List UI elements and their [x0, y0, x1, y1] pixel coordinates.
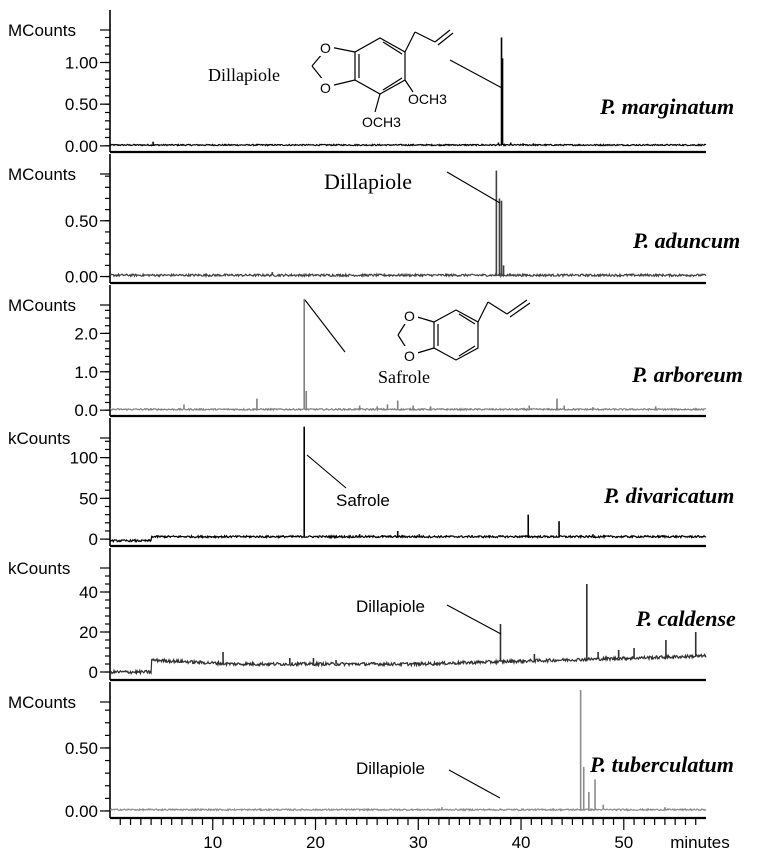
svg-text:O: O	[320, 40, 331, 56]
peak-annotation: Dillapiole	[208, 65, 280, 85]
svg-text:O: O	[320, 80, 331, 96]
species-label: P. aduncum	[632, 228, 740, 253]
y-tick-label: 0.00	[65, 268, 98, 287]
x-tick-label: 30	[409, 833, 428, 852]
y-tick-label: 2.0	[74, 324, 98, 343]
peak-annotation: Safrole	[378, 367, 430, 387]
panel-3: MCounts 0.0 1.0 2.0 P. arboreum	[8, 285, 743, 420]
annotation-leader-line	[448, 769, 501, 799]
y-tick-label: 100	[70, 449, 98, 468]
panel-2: MCounts 0.00 0.50 P. aduncum	[8, 154, 740, 287]
panel-5: kCounts 0 20 40 P. caldense	[8, 548, 736, 682]
y-unit-label: kCounts	[8, 429, 70, 448]
y-tick-label: 0.0	[74, 401, 98, 420]
y-tick-label: 1.0	[74, 363, 98, 382]
annotation-leader-line	[306, 454, 347, 489]
species-label: P. caldense	[635, 606, 736, 631]
y-tick-label: 1.00	[65, 54, 98, 73]
x-tick-label: 20	[306, 833, 325, 852]
annotation-leader-line	[304, 299, 346, 353]
peak-annotation: Safrole	[336, 491, 390, 510]
peak-annotation: Dillapiole	[356, 759, 425, 778]
annotation-leader-line	[446, 171, 501, 204]
peak-annotation: Dillapiole	[356, 597, 425, 616]
species-label: P. tuberculatum	[589, 752, 734, 777]
y-unit-label: MCounts	[8, 296, 76, 315]
panel-1: MCounts 0.00 0.50 1.00 P. marginatum	[8, 10, 734, 156]
chromatogram-trace	[109, 272, 707, 279]
species-label: P. marginatum	[599, 94, 734, 119]
y-tick-label: 0	[89, 530, 98, 549]
x-axis-label: minutes	[670, 833, 730, 852]
y-tick-label: 0.50	[65, 95, 98, 114]
x-tick-label: 50	[614, 833, 633, 852]
y-tick-label: 0.50	[65, 212, 98, 231]
dillapiole-och3-bottom: OCH3	[362, 114, 401, 130]
dillapiole-och3-right: OCH3	[408, 91, 447, 107]
panel-4: kCounts 0 50 100 P. divaricatum	[8, 418, 734, 549]
y-tick-label: 0.00	[65, 802, 98, 821]
chromatogram-trace	[109, 407, 707, 412]
y-unit-label: MCounts	[8, 165, 76, 184]
x-tick-label: 40	[512, 833, 531, 852]
svg-text:O: O	[404, 348, 415, 364]
y-tick-label: 40	[79, 583, 98, 602]
chromatogram-trace	[109, 807, 707, 812]
safrole-structure: O O	[397, 299, 531, 364]
annotation-leader-line	[446, 604, 502, 635]
chromatogram-trace	[109, 653, 707, 676]
y-unit-label: kCounts	[8, 559, 70, 578]
panel-6: MCounts 0.00 0.50 P. tuberculatum	[8, 682, 734, 821]
x-axis: 10 20 30 40 50 minutes	[119, 818, 730, 852]
species-label: P. divaricatum	[603, 483, 734, 508]
y-tick-label: 0.00	[65, 137, 98, 156]
y-tick-label: 50	[79, 489, 98, 508]
dillapiole-structure: O O OCH3 OCH3	[311, 29, 454, 130]
chromatogram-trace	[109, 534, 707, 544]
y-tick-label: 0	[89, 663, 98, 682]
x-tick-label: 10	[203, 833, 222, 852]
y-tick-label: 0.50	[65, 739, 98, 758]
annotation-leader-line	[449, 59, 503, 89]
y-unit-label: MCounts	[8, 693, 76, 712]
y-tick-label: 20	[79, 623, 98, 642]
y-unit-label: MCounts	[8, 21, 76, 40]
svg-text:O: O	[404, 308, 415, 324]
peak-annotation: Dillapiole	[324, 169, 412, 194]
chromatogram-trace	[109, 143, 707, 147]
species-label: P. arboreum	[631, 362, 743, 387]
